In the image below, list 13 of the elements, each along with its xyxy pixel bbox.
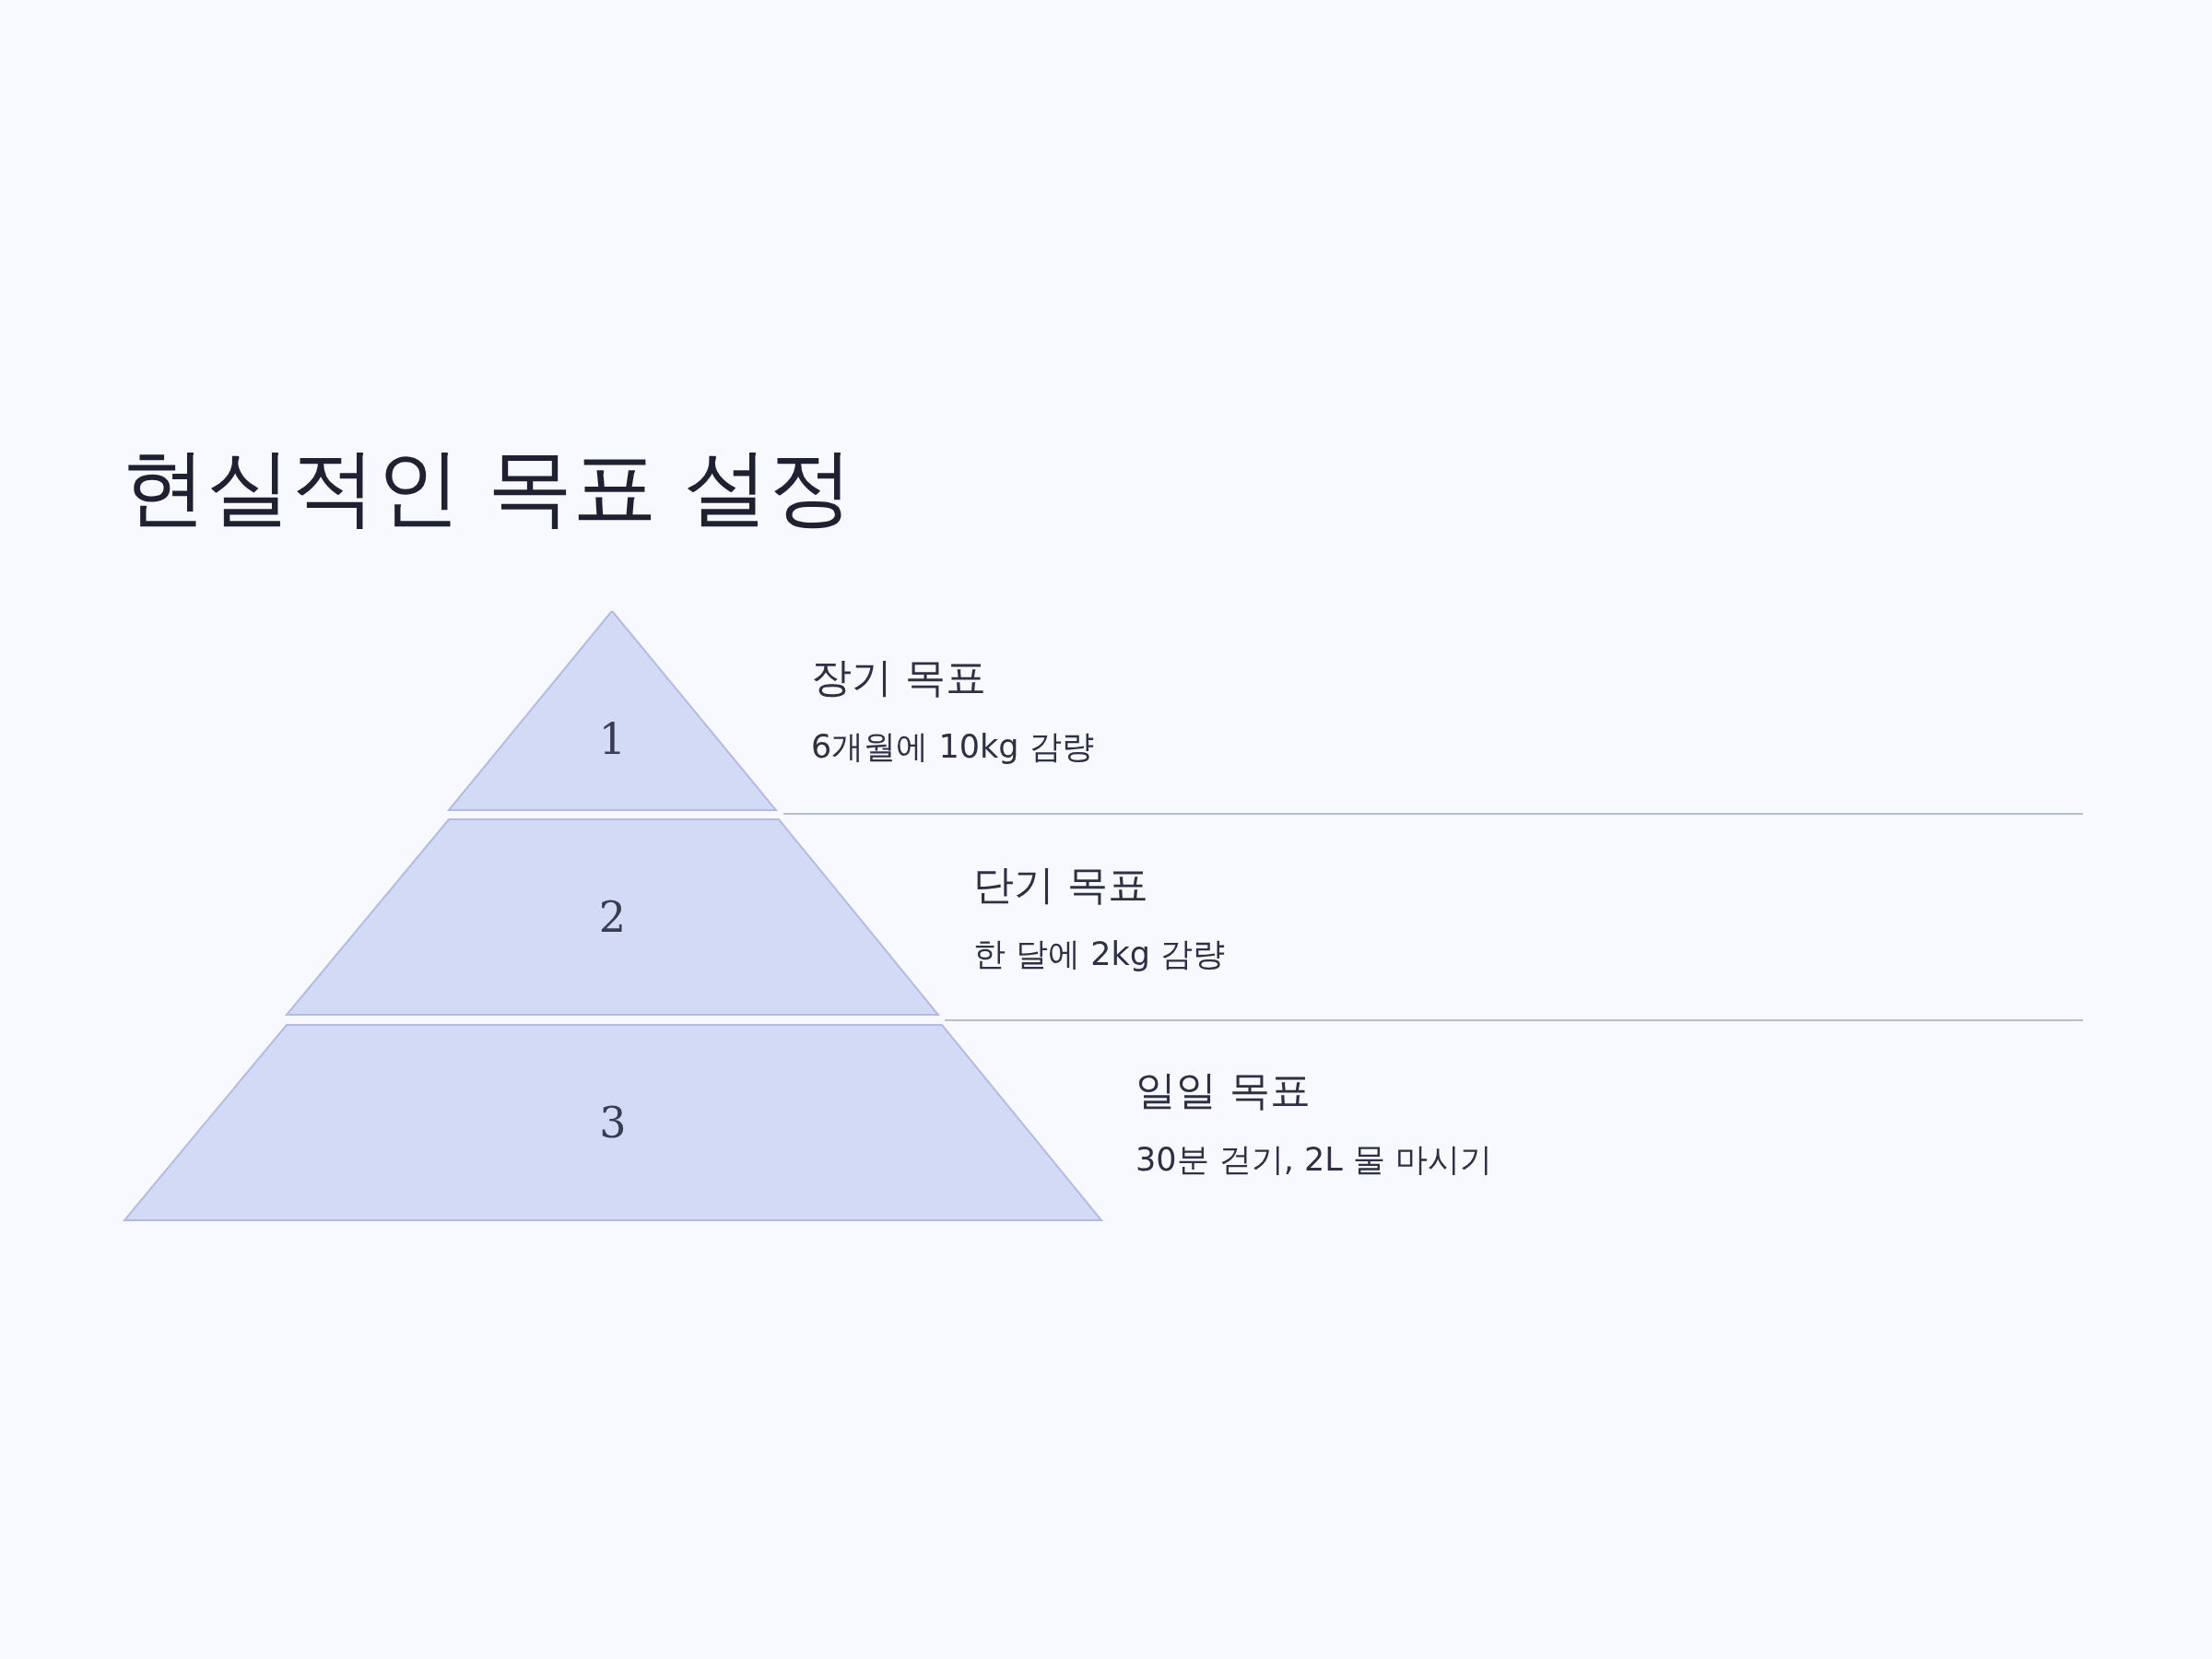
goal-description: 한 달에 2kg 감량 [973,934,1226,974]
goal-heading: 단기 목표 [973,859,1148,910]
title: 현실적인 목표 설정 [122,441,854,535]
goal-description: 30분 걷기, 2L 물 마시기 [1135,1139,1492,1180]
pyramid-tier [124,1024,1101,1221]
tier-number: 2 [598,892,627,942]
pyramid-tier [449,611,776,811]
goal-heading: 일일 목표 [1135,1065,1311,1115]
goal-description: 6개월에 10kg 감량 [811,726,1094,767]
pyramid-tier [287,818,938,1016]
goal-heading: 장기 목표 [811,652,986,702]
tier-number: 1 [598,713,627,764]
tier-number: 3 [599,1098,627,1147]
